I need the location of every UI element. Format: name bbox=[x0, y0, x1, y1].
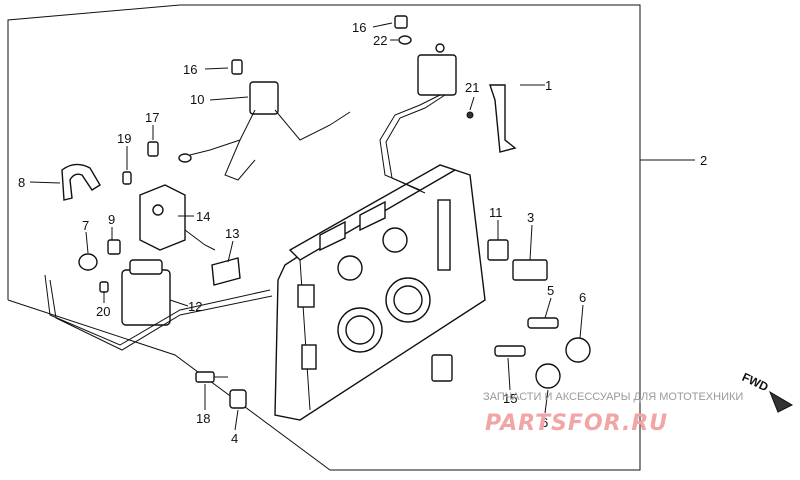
callout-2: 2 bbox=[700, 153, 707, 168]
callout-17: 17 bbox=[145, 110, 159, 125]
control-panel-housing bbox=[274, 164, 486, 421]
wire-clip bbox=[61, 163, 101, 201]
mount-bracket bbox=[139, 184, 216, 251]
forward-direction-indicator: FWD bbox=[740, 370, 794, 413]
callout-12: 12 bbox=[188, 299, 202, 314]
callout-18: 18 bbox=[196, 411, 210, 426]
watermark-logo: PARTSFOR.RU bbox=[485, 411, 668, 436]
fuses-and-bulbs bbox=[431, 317, 591, 389]
callout-5: 5 bbox=[547, 283, 554, 298]
plug-connectors bbox=[487, 239, 548, 281]
relay-wiring bbox=[178, 81, 351, 181]
callout-6-upper: 6 bbox=[579, 290, 586, 305]
callout-16-upper: 16 bbox=[352, 20, 366, 35]
callout-3: 3 bbox=[527, 210, 534, 225]
callout-21: 21 bbox=[465, 80, 479, 95]
bolt-and-spacer bbox=[195, 371, 247, 409]
callout-labels: 1 2 3 4 5 6 6 7 8 9 10 11 12 13 14 15 16… bbox=[18, 20, 707, 446]
callout-14: 14 bbox=[196, 209, 210, 224]
fwd-label: FWD bbox=[740, 370, 771, 394]
callout-22: 22 bbox=[373, 33, 387, 48]
callout-10: 10 bbox=[190, 92, 204, 107]
callout-1: 1 bbox=[545, 78, 552, 93]
callout-9: 9 bbox=[108, 212, 115, 227]
callout-15: 15 bbox=[503, 391, 517, 406]
callout-6-lower: 6 bbox=[541, 415, 548, 430]
callout-4: 4 bbox=[231, 431, 238, 446]
small-hardware bbox=[78, 15, 412, 293]
ignition-coil bbox=[44, 259, 273, 351]
leader-lines bbox=[29, 22, 584, 431]
callout-19: 19 bbox=[117, 131, 131, 146]
callout-13: 13 bbox=[225, 226, 239, 241]
callout-11: 11 bbox=[489, 205, 503, 220]
callout-7: 7 bbox=[82, 218, 89, 233]
watermark-tagline: ЗАПЧАСТИ И АКСЕССУАРЫ ДЛЯ МОТОТЕХНИКИ bbox=[483, 391, 743, 403]
connector-cap bbox=[211, 257, 241, 286]
callout-20: 20 bbox=[96, 304, 110, 319]
fwd-arrow-icon bbox=[768, 390, 794, 413]
switch-assembly bbox=[379, 43, 517, 194]
callout-16-left: 16 bbox=[183, 62, 197, 77]
watermark: ЗАПЧАСТИ И АКСЕССУАРЫ ДЛЯ МОТОТЕХНИКИ PA… bbox=[483, 391, 743, 436]
callout-8: 8 bbox=[18, 175, 25, 190]
